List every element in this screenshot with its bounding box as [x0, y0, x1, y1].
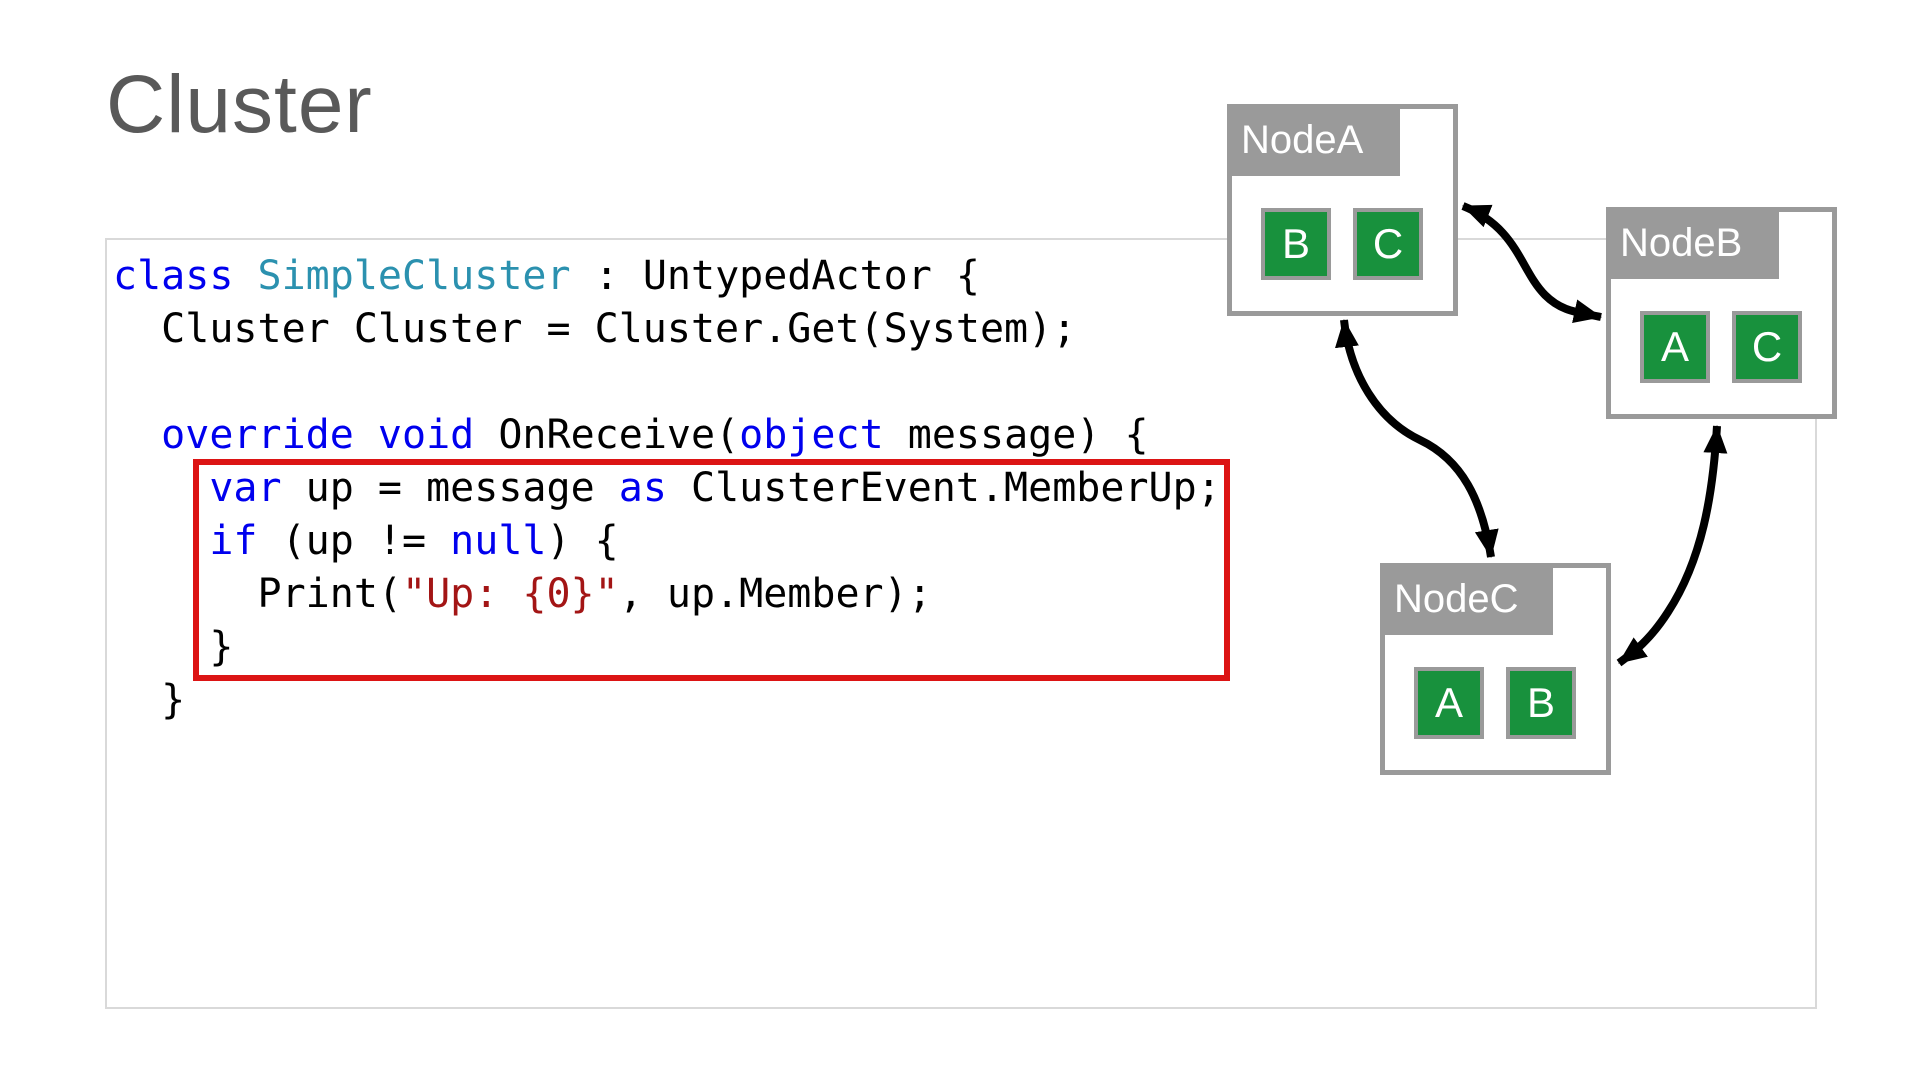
actor-c-square: C	[1353, 208, 1423, 280]
code-line: Print("Up: {0}", up.Member);	[113, 571, 932, 617]
code-line: }	[113, 677, 186, 723]
code-line	[113, 356, 1221, 409]
actor-b-square: B	[1506, 667, 1576, 739]
node-b-label: NodeB	[1606, 207, 1779, 279]
code-line: override void OnReceive(object message) …	[161, 412, 1149, 458]
page-title: Cluster	[106, 59, 373, 150]
code-block: class SimpleCluster : UntypedActor { Clu…	[113, 250, 1221, 727]
code-line: Cluster Cluster = Cluster.Get(System);	[113, 306, 1077, 352]
code-line: var up = message as ClusterEvent.MemberU…	[209, 465, 1221, 511]
code-highlight-rectangle	[193, 459, 1230, 681]
actor-b-square: B	[1261, 208, 1331, 280]
node-a-label: NodeA	[1227, 104, 1400, 176]
actor-a-square: A	[1640, 311, 1710, 383]
code-line: class SimpleCluster : UntypedActor {	[113, 253, 980, 299]
node-c-label: NodeC	[1380, 563, 1553, 635]
code-line: }	[113, 624, 234, 670]
actor-a-square: A	[1414, 667, 1484, 739]
actor-c-square: C	[1732, 311, 1802, 383]
code-line: if (up != null) {	[209, 518, 619, 564]
